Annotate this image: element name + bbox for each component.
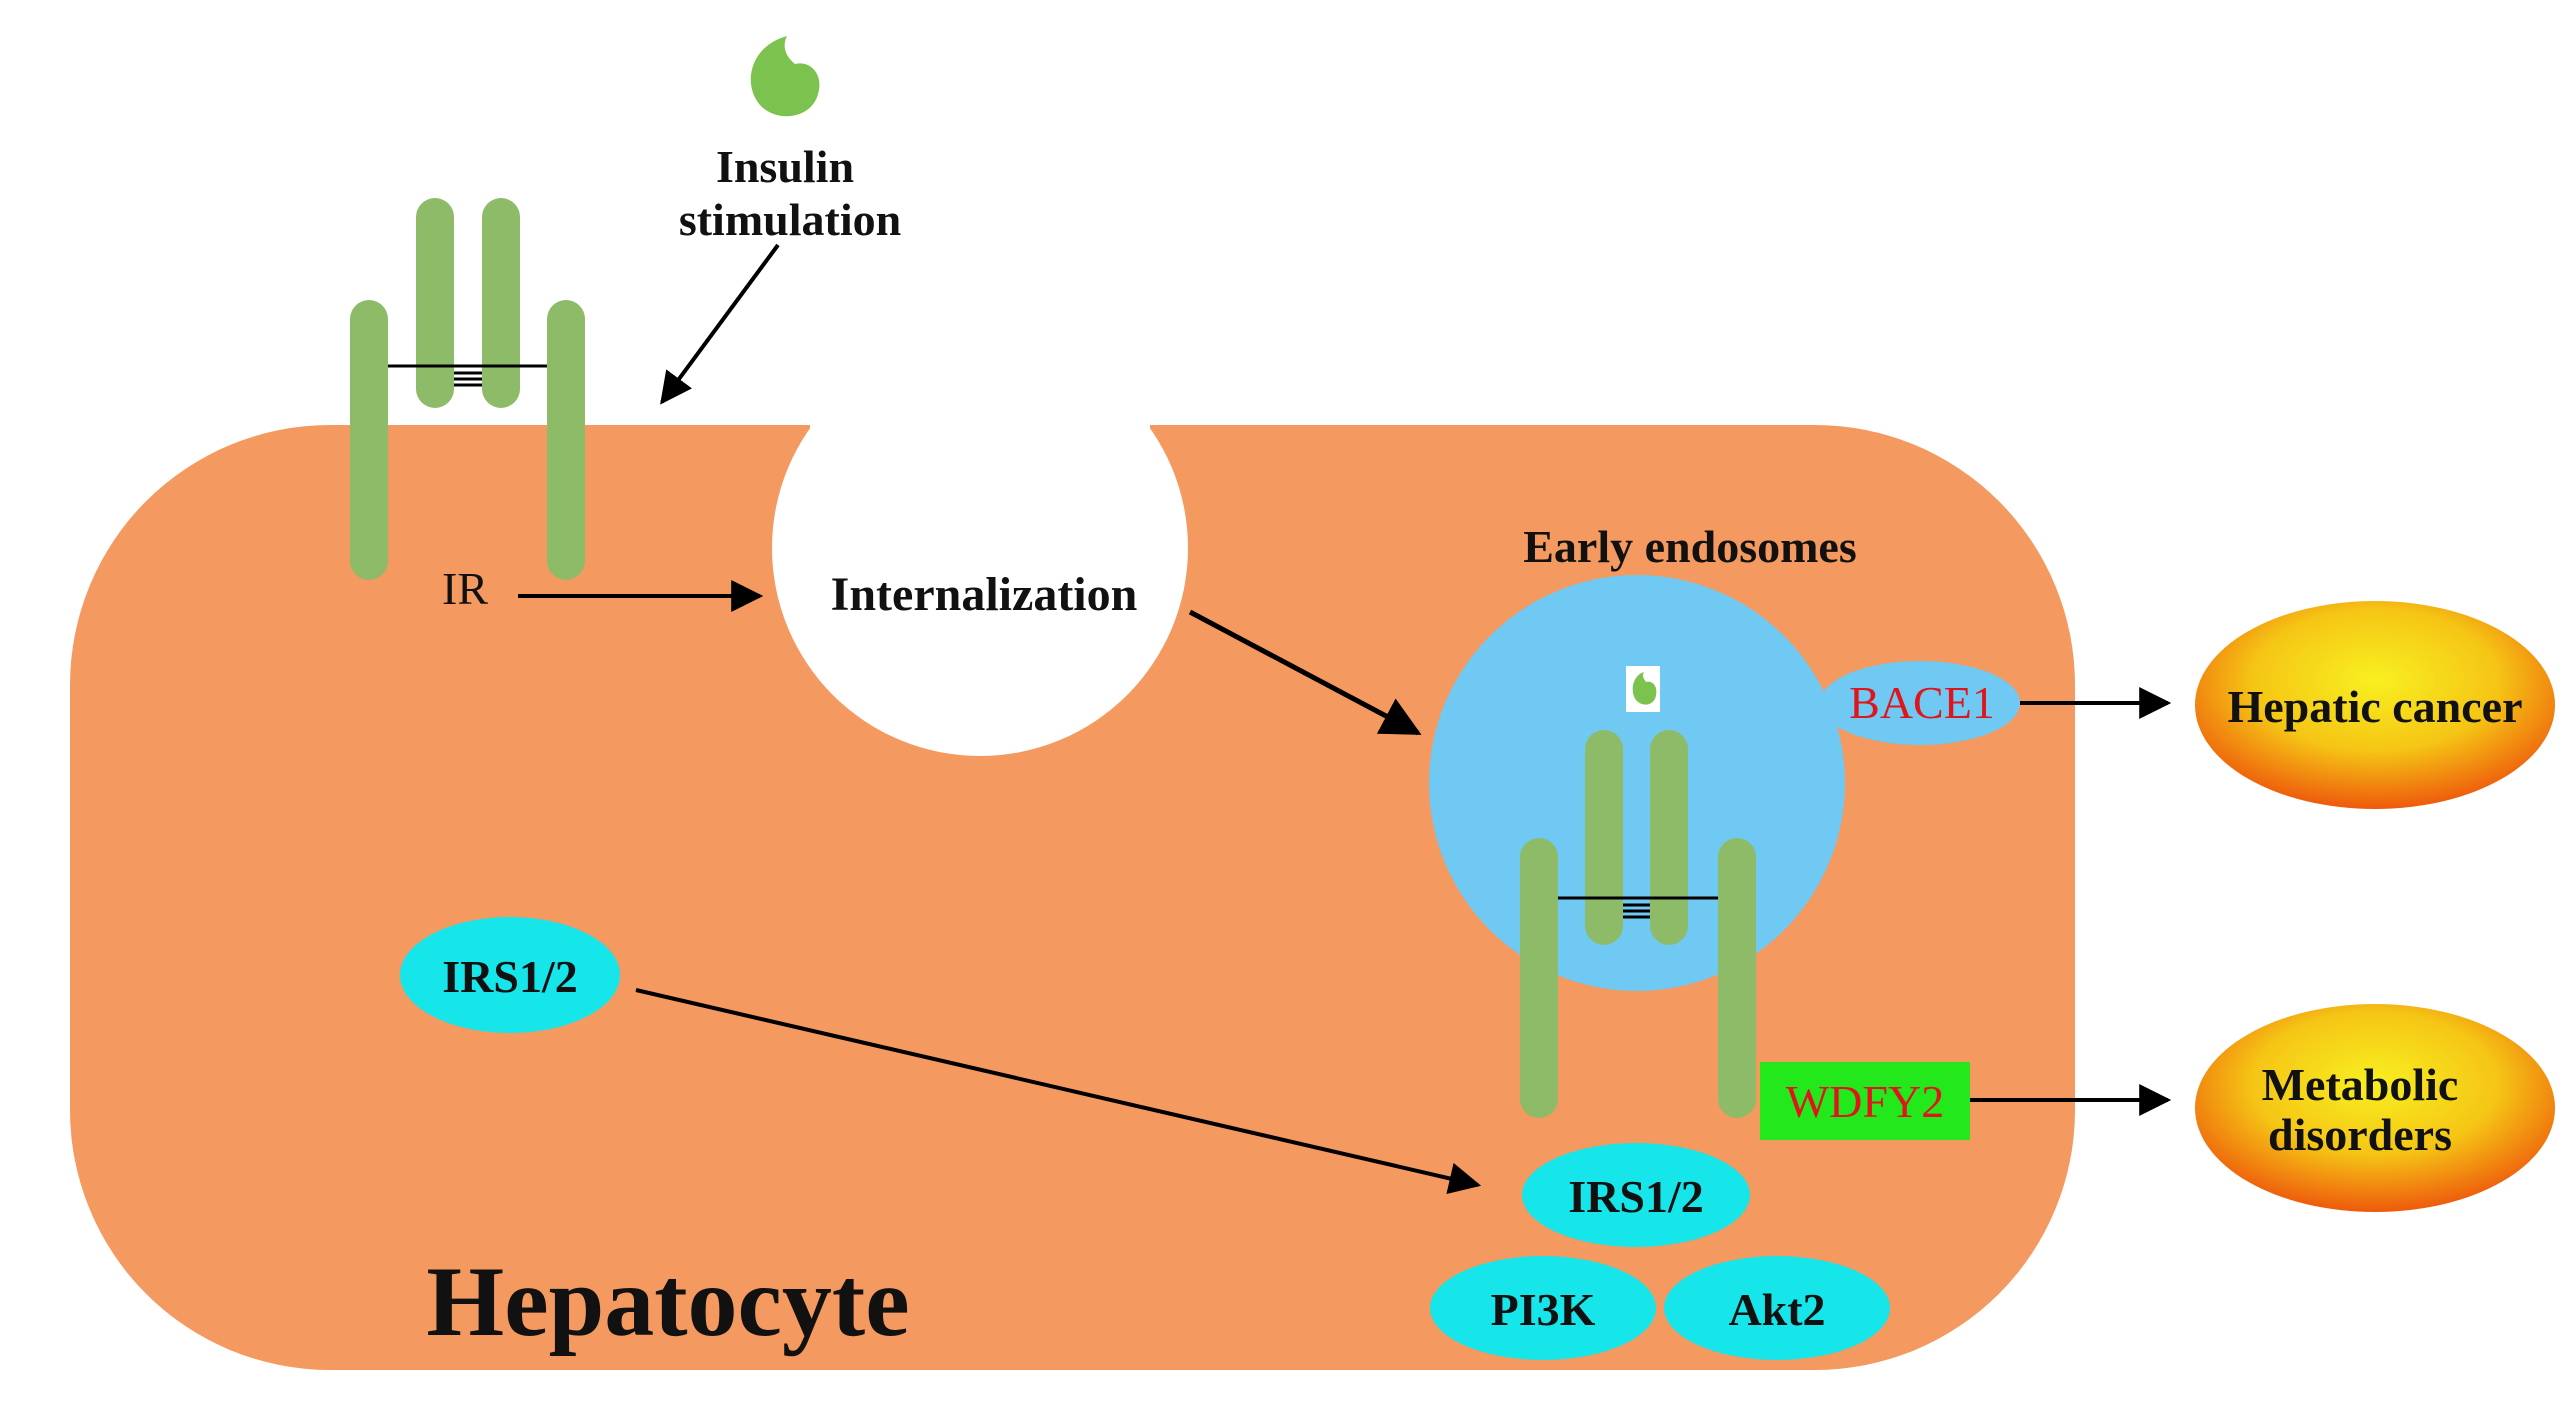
irs-bound-label: IRS1/2	[1568, 1171, 1703, 1222]
endosome-receptor-icon	[1520, 730, 1756, 1118]
ir-label: IR	[442, 563, 488, 614]
irs-free-label: IRS1/2	[442, 951, 577, 1002]
internalization-pit-opening	[810, 400, 1150, 440]
bace1-node	[1820, 661, 2020, 745]
metabolic-disorders-node	[2195, 1004, 2555, 1212]
irs-recruitment-arrow	[635, 988, 1482, 1195]
insulin-label-line2: stimulation	[679, 194, 901, 245]
insulin-receptor-icon	[350, 198, 585, 580]
akt2-label: Akt2	[1728, 1284, 1825, 1335]
internalization-to-endosome-arrow	[1188, 609, 1422, 736]
wdfy2-label: WDFY2	[1786, 1076, 1944, 1127]
pi3k-node	[1430, 1256, 1656, 1360]
insulin-label-line1: Insulin	[716, 141, 854, 192]
internalization-pit	[772, 340, 1188, 756]
irs-bound-node	[1522, 1143, 1750, 1247]
irs-free-node	[400, 917, 620, 1033]
metabolic-disorders-label-line2: disorders	[2268, 1109, 2452, 1160]
wdfy2-box	[1760, 1062, 1970, 1140]
insulin-droplet-icon	[750, 36, 820, 117]
endosome-insulin-icon	[1626, 666, 1660, 712]
insulin-to-receptor-arrow	[660, 243, 780, 405]
internalization-label: Internalization	[831, 568, 1138, 621]
akt2-node	[1664, 1256, 1890, 1360]
hepatic-cancer-label: Hepatic cancer	[2227, 681, 2522, 732]
hepatocyte-label: Hepatocyte	[426, 1246, 909, 1357]
early-endosomes-label: Early endosomes	[1523, 521, 1857, 572]
bace1-label: BACE1	[1849, 677, 1995, 728]
hepatic-cancer-node	[2195, 601, 2555, 809]
early-endosome	[1429, 575, 1845, 991]
pi3k-label: PI3K	[1491, 1284, 1596, 1335]
metabolic-disorders-label-line1: Metabolic	[2262, 1059, 2459, 1110]
